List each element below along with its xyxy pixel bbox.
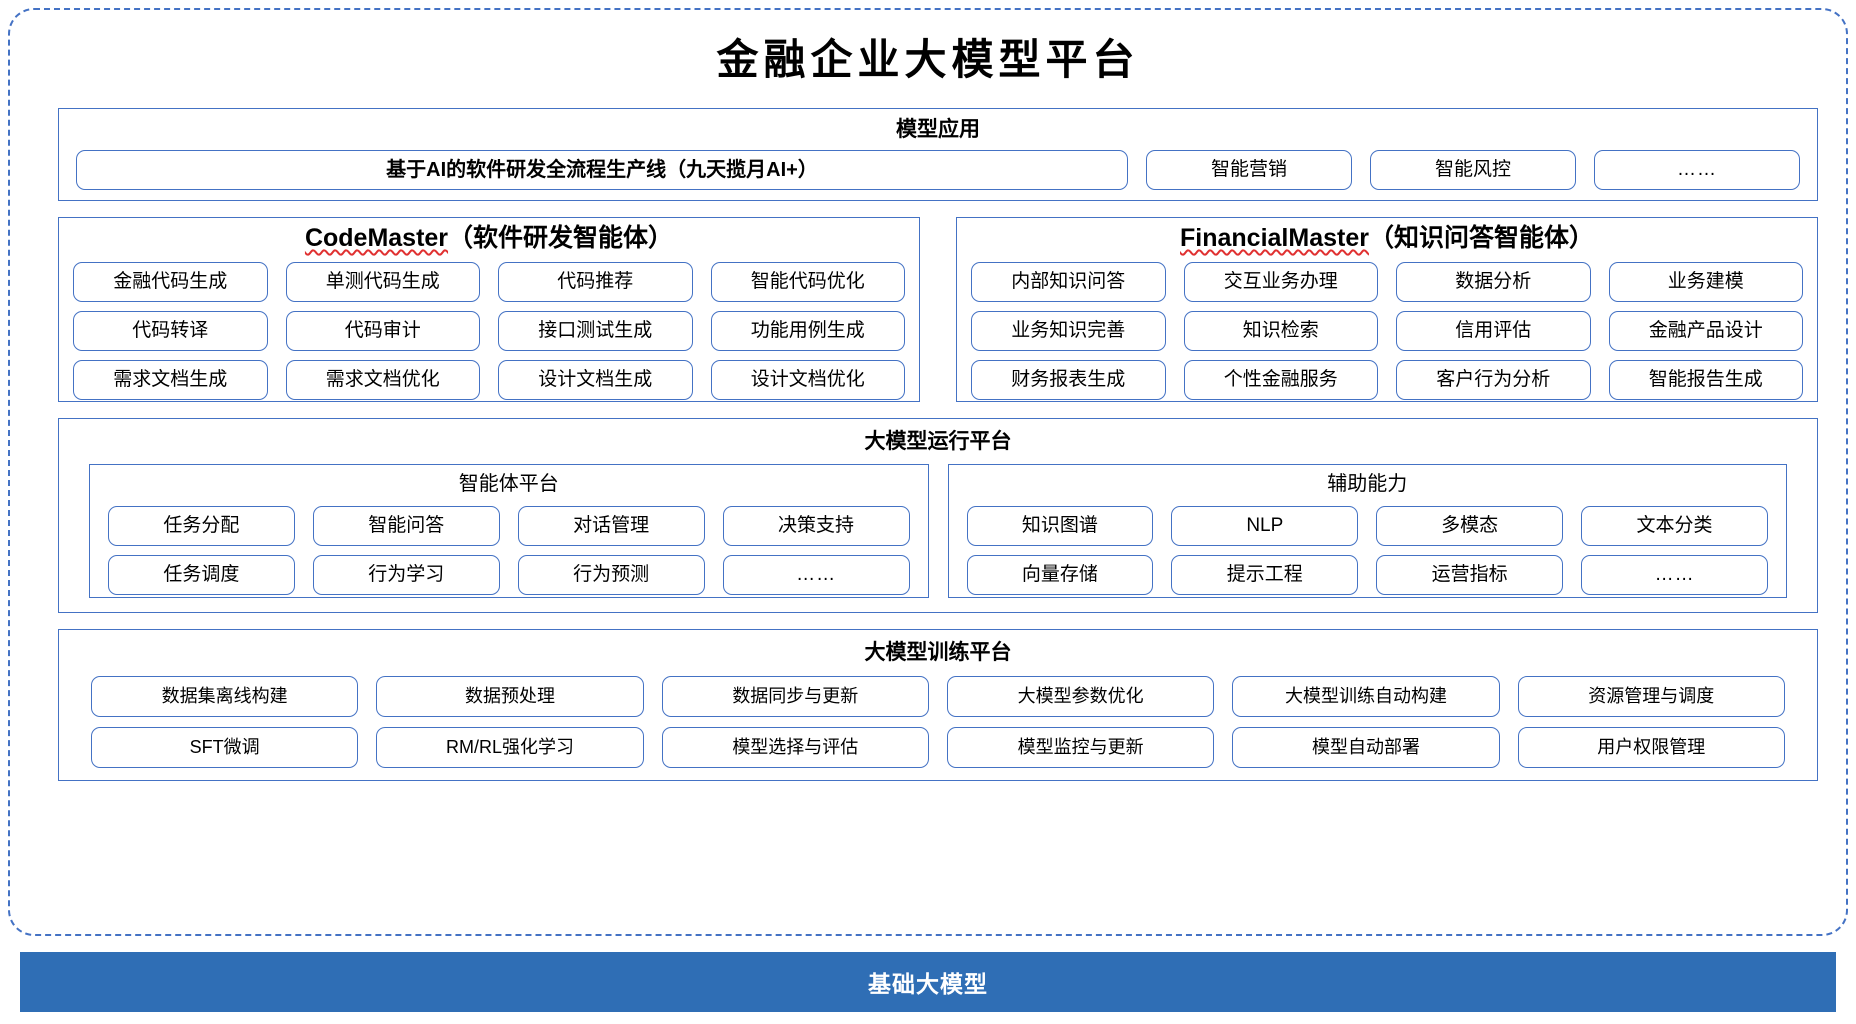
- chip-aux-2-1[interactable]: 向量存储: [966, 555, 1154, 595]
- chip-tp-1-3[interactable]: 数据同步与更新: [661, 676, 929, 717]
- section-run-platform: 大模型运行平台 智能体平台 任务分配 智能问答 对话管理 决策支持 任务调度: [58, 418, 1818, 613]
- chip-fm-3-4[interactable]: 智能报告生成: [1608, 360, 1803, 400]
- chip-cm-3-3[interactable]: 设计文档生成: [498, 360, 693, 400]
- chip-fm-3-2[interactable]: 个性金融服务: [1183, 360, 1378, 400]
- financialmaster-row-2: 业务知识完善 知识检索 信用评估 金融产品设计: [971, 311, 1803, 351]
- chip-cm-1-2[interactable]: 单测代码生成: [285, 262, 480, 302]
- train-platform-rows: 数据集离线构建 数据预处理 数据同步与更新 大模型参数优化 大模型训练自动构建 …: [91, 676, 1785, 768]
- chip-tp-1-5[interactable]: 大模型训练自动构建: [1232, 676, 1500, 717]
- chip-smart-marketing[interactable]: 智能营销: [1146, 150, 1352, 190]
- chip-fm-1-3[interactable]: 数据分析: [1396, 262, 1591, 302]
- chip-cm-2-4[interactable]: 功能用例生成: [710, 311, 905, 351]
- subsection-title-agent-platform: 智能体平台: [458, 473, 559, 495]
- chip-aux-1-3[interactable]: 多模态: [1376, 506, 1564, 546]
- section-title-financialmaster: FinancialMaster（知识问答智能体）: [957, 226, 1817, 251]
- chip-cm-3-4[interactable]: 设计文档优化: [710, 360, 905, 400]
- page-title: 金融企业大模型平台: [716, 35, 1140, 84]
- chip-ap-2-4-ellipsis[interactable]: ……: [722, 555, 910, 595]
- chip-fm-2-1[interactable]: 业务知识完善: [971, 311, 1166, 351]
- chip-tp-1-6[interactable]: 资源管理与调度: [1517, 676, 1785, 717]
- agent-platform-row-2: 任务调度 行为学习 行为预测 ……: [108, 555, 910, 595]
- chip-ap-2-1[interactable]: 任务调度: [108, 555, 295, 595]
- chip-aux-2-3[interactable]: 运营指标: [1376, 555, 1564, 595]
- chip-cm-2-1[interactable]: 代码转译: [73, 311, 268, 351]
- codemaster-name: CodeMaster: [304, 224, 449, 252]
- section-title-run-platform: 大模型运行平台: [864, 430, 1012, 453]
- section-title-train-platform: 大模型训练平台: [864, 641, 1012, 664]
- section-financialmaster: FinancialMaster（知识问答智能体） 内部知识问答 交互业务办理 数…: [956, 217, 1818, 402]
- auxiliary-row-1: 知识图谱 NLP 多模态 文本分类: [966, 506, 1768, 546]
- subsection-title-auxiliary-capability: 辅助能力: [1327, 473, 1408, 495]
- chip-aux-1-1[interactable]: 知识图谱: [966, 506, 1154, 546]
- section-title-codemaster: CodeMaster（软件研发智能体）: [59, 226, 919, 251]
- chip-ap-2-2[interactable]: 行为学习: [312, 555, 500, 595]
- chip-smart-risk-control[interactable]: 智能风控: [1370, 150, 1576, 190]
- chip-fm-3-3[interactable]: 客户行为分析: [1396, 360, 1591, 400]
- section-title-model-application: 模型应用: [896, 118, 980, 141]
- subsection-auxiliary-capability: 辅助能力 知识图谱 NLP 多模态 文本分类 向量存储 提示工程 运营指标: [947, 464, 1787, 598]
- chip-tp-2-6[interactable]: 用户权限管理: [1517, 727, 1785, 768]
- chip-fm-1-2[interactable]: 交互业务办理: [1183, 262, 1378, 302]
- codemaster-subtitle: （软件研发智能体）: [448, 224, 674, 252]
- chip-fm-3-1[interactable]: 财务报表生成: [971, 360, 1166, 400]
- chip-tp-2-2[interactable]: RM/RL强化学习: [376, 727, 644, 768]
- chip-fm-2-4[interactable]: 金融产品设计: [1608, 311, 1803, 351]
- financialmaster-subtitle: （知识问答智能体）: [1368, 224, 1594, 252]
- chip-aux-2-2[interactable]: 提示工程: [1171, 555, 1359, 595]
- chip-ap-1-1[interactable]: 任务分配: [108, 506, 295, 546]
- outer-dashed-frame: 金融企业大模型平台 模型应用 基于AI的软件研发全流程生产线（九天揽月AI+） …: [8, 8, 1848, 936]
- chip-tp-1-2[interactable]: 数据预处理: [376, 676, 644, 717]
- train-platform-row-1: 数据集离线构建 数据预处理 数据同步与更新 大模型参数优化 大模型训练自动构建 …: [91, 676, 1785, 717]
- chip-tp-1-1[interactable]: 数据集离线构建: [91, 676, 359, 717]
- chip-cm-2-3[interactable]: 接口测试生成: [498, 311, 693, 351]
- chip-ap-2-3[interactable]: 行为预测: [517, 555, 705, 595]
- chip-more-ellipsis[interactable]: ……: [1594, 150, 1800, 190]
- financialmaster-row-1: 内部知识问答 交互业务办理 数据分析 业务建模: [971, 262, 1803, 302]
- chip-cm-1-3[interactable]: 代码推荐: [498, 262, 693, 302]
- chip-cm-3-1[interactable]: 需求文档生成: [73, 360, 268, 400]
- chip-cm-1-1[interactable]: 金融代码生成: [73, 262, 268, 302]
- chip-tp-2-5[interactable]: 模型自动部署: [1232, 727, 1500, 768]
- foundation-model-bar: 基础大模型: [20, 952, 1836, 1012]
- chip-tp-1-4[interactable]: 大模型参数优化: [946, 676, 1215, 717]
- model-application-chip-row: 基于AI的软件研发全流程生产线（九天揽月AI+） 智能营销 智能风控 ……: [76, 150, 1800, 190]
- financialmaster-name: FinancialMaster: [1180, 224, 1369, 252]
- chip-fm-2-2[interactable]: 知识检索: [1183, 311, 1378, 351]
- chip-fm-2-3[interactable]: 信用评估: [1396, 311, 1591, 351]
- codemaster-rows: 金融代码生成 单测代码生成 代码推荐 智能代码优化 代码转译 代码审计 接口测试…: [73, 262, 905, 400]
- run-platform-columns: 智能体平台 任务分配 智能问答 对话管理 决策支持 任务调度 行为学习 行为预测: [89, 464, 1787, 598]
- chip-cm-1-4[interactable]: 智能代码优化: [710, 262, 905, 302]
- auxiliary-row-2: 向量存储 提示工程 运营指标 ……: [966, 555, 1768, 595]
- chip-aux-2-4-ellipsis[interactable]: ……: [1581, 555, 1768, 595]
- chip-fm-1-1[interactable]: 内部知识问答: [971, 262, 1166, 302]
- chip-tp-2-4[interactable]: 模型监控与更新: [946, 727, 1215, 768]
- chip-fm-1-4[interactable]: 业务建模: [1608, 262, 1803, 302]
- codemaster-row-1: 金融代码生成 单测代码生成 代码推荐 智能代码优化: [73, 262, 905, 302]
- chip-tp-2-3[interactable]: 模型选择与评估: [661, 727, 929, 768]
- subsection-agent-platform: 智能体平台 任务分配 智能问答 对话管理 决策支持 任务调度 行为学习 行为预测: [89, 464, 929, 598]
- chip-ap-1-4[interactable]: 决策支持: [722, 506, 910, 546]
- chip-cm-2-2[interactable]: 代码审计: [285, 311, 480, 351]
- codemaster-row-3: 需求文档生成 需求文档优化 设计文档生成 设计文档优化: [73, 360, 905, 400]
- agent-platform-row-1: 任务分配 智能问答 对话管理 决策支持: [108, 506, 910, 546]
- codemaster-row-2: 代码转译 代码审计 接口测试生成 功能用例生成: [73, 311, 905, 351]
- foundation-model-label: 基础大模型: [868, 971, 988, 997]
- chip-aux-1-4[interactable]: 文本分类: [1581, 506, 1768, 546]
- section-codemaster: CodeMaster（软件研发智能体） 金融代码生成 单测代码生成 代码推荐 智…: [58, 217, 920, 402]
- train-platform-row-2: SFT微调 RM/RL强化学习 模型选择与评估 模型监控与更新 模型自动部署 用…: [91, 727, 1785, 768]
- auxiliary-rows: 知识图谱 NLP 多模态 文本分类 向量存储 提示工程 运营指标 ……: [966, 506, 1768, 595]
- chip-ap-1-3[interactable]: 对话管理: [517, 506, 705, 546]
- section-train-platform: 大模型训练平台 数据集离线构建 数据预处理 数据同步与更新 大模型参数优化 大模…: [58, 629, 1818, 781]
- section-model-application: 模型应用 基于AI的软件研发全流程生产线（九天揽月AI+） 智能营销 智能风控 …: [58, 108, 1818, 201]
- chip-ap-1-2[interactable]: 智能问答: [312, 506, 500, 546]
- chip-cm-3-2[interactable]: 需求文档优化: [285, 360, 480, 400]
- agent-platform-rows: 任务分配 智能问答 对话管理 决策支持 任务调度 行为学习 行为预测 ……: [108, 506, 910, 595]
- chip-tp-2-1[interactable]: SFT微调: [91, 727, 359, 768]
- financialmaster-row-3: 财务报表生成 个性金融服务 客户行为分析 智能报告生成: [971, 360, 1803, 400]
- chip-ai-software-pipeline[interactable]: 基于AI的软件研发全流程生产线（九天揽月AI+）: [76, 150, 1128, 190]
- financialmaster-rows: 内部知识问答 交互业务办理 数据分析 业务建模 业务知识完善 知识检索 信用评估…: [971, 262, 1803, 400]
- chip-aux-1-2[interactable]: NLP: [1171, 506, 1359, 546]
